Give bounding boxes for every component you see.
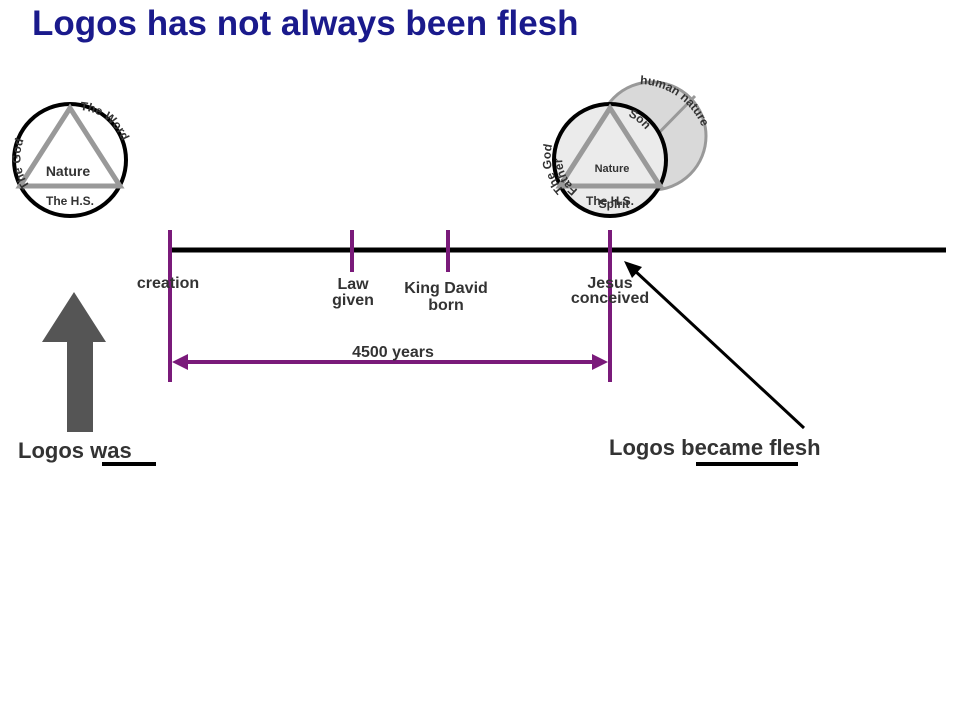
span-arrow-right-head bbox=[592, 354, 608, 370]
span-label: 4500 years bbox=[352, 344, 434, 361]
pointer-arrow bbox=[624, 261, 806, 430]
label-david-2: born bbox=[428, 297, 464, 314]
pointer-arrow-head bbox=[624, 261, 642, 278]
span-arrow-left-head bbox=[172, 354, 188, 370]
label-creation: creation bbox=[137, 275, 199, 292]
left-trinity-diagram: The God The Word The H.S. Nature bbox=[9, 99, 132, 218]
caption-right-suffix: flesh bbox=[769, 435, 820, 460]
caption-left-emph: was bbox=[89, 438, 132, 463]
caption-right-emph: became bbox=[681, 435, 763, 460]
left-trinity-triangle bbox=[15, 103, 125, 189]
right-trinity-center: Nature bbox=[595, 163, 630, 175]
left-trinity-center: Nature bbox=[46, 163, 91, 179]
up-arrow-shaft bbox=[67, 340, 93, 432]
left-trinity-bottom: The H.S. bbox=[46, 194, 94, 208]
label-jesus-2: conceived bbox=[571, 290, 649, 307]
label-law-1: Law bbox=[337, 276, 369, 293]
caption-right: Logos became flesh bbox=[609, 435, 821, 460]
up-arrow-head bbox=[42, 292, 106, 342]
pointer-arrow-line bbox=[632, 268, 806, 430]
label-david-1: King David bbox=[404, 280, 488, 297]
label-jesus-1: Jesus bbox=[587, 275, 632, 292]
right-trinity-triangle bbox=[555, 103, 665, 189]
right-trinity-diagram: human nature The God Father Son The H.S.… bbox=[540, 73, 712, 218]
caption-right-prefix: Logos bbox=[609, 435, 675, 460]
page-title: Logos has not always been flesh bbox=[32, 4, 579, 43]
right-trinity-bottom-b: Spirit bbox=[599, 197, 630, 211]
right-trinity-bottom-a: The H.S. bbox=[586, 194, 634, 208]
label-law-2: given bbox=[332, 292, 374, 309]
caption-left: Logos was bbox=[18, 438, 132, 463]
caption-left-prefix: Logos bbox=[18, 438, 84, 463]
timeline: creation Law given King David born Jesus… bbox=[137, 230, 946, 382]
up-arrow bbox=[42, 292, 106, 432]
